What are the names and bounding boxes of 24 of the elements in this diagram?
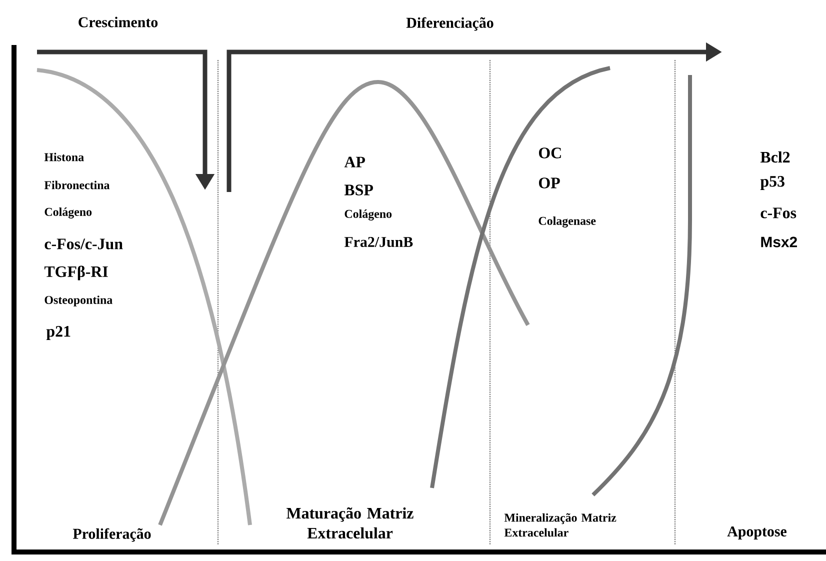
gene-label: OP [538, 178, 560, 188]
gene-label: Colágeno [344, 210, 392, 220]
gene-label: Fibronectina [44, 180, 110, 190]
gene-label: Fra2/JunB [344, 236, 413, 248]
gene-label: c-Fos/c-Jun [44, 238, 123, 250]
gene-label: Histona [44, 152, 84, 162]
phase-label: Mineralização Matriz Extracelular [504, 513, 616, 537]
phase-label: Apoptose [727, 526, 786, 540]
gene-label: p53 [760, 176, 784, 190]
gene-label: Msx2 [761, 236, 797, 248]
phase-label: Proliferação [72, 528, 151, 542]
gene-label: Bcl2 [760, 151, 790, 163]
gene-label: c-Fos [760, 208, 796, 218]
gene-label: TGFβ-RI [44, 266, 108, 280]
gene-label: p21 [46, 326, 70, 340]
stage-heading: Crescimento [78, 16, 158, 28]
gene-label: AP [344, 156, 365, 168]
gene-label: OC [538, 148, 561, 158]
gene-label: Colágeno [44, 208, 92, 218]
phase-label: Maturação Matriz Extracelular [286, 507, 414, 539]
stage-heading: Diferenciação [406, 17, 494, 31]
gene-label: BSP [344, 184, 373, 196]
gene-label: Osteopontina [44, 296, 112, 306]
gene-label: Colagenase [538, 216, 596, 228]
